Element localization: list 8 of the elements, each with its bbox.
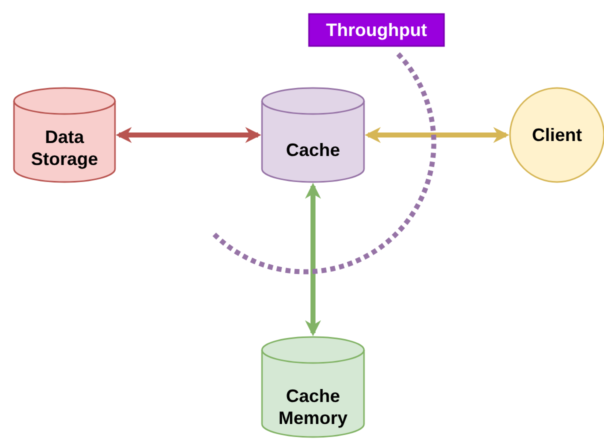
double-arrow bbox=[364, 127, 510, 143]
double-arrow bbox=[305, 182, 321, 336]
leader-line bbox=[210, 52, 436, 274]
label-box: Throughput bbox=[309, 14, 444, 46]
database-cylinder: Cache bbox=[262, 88, 364, 182]
double-arrow bbox=[116, 127, 262, 143]
database-cylinder: Cache Memory bbox=[262, 337, 364, 437]
database-cylinder: Data Storage bbox=[14, 88, 115, 182]
